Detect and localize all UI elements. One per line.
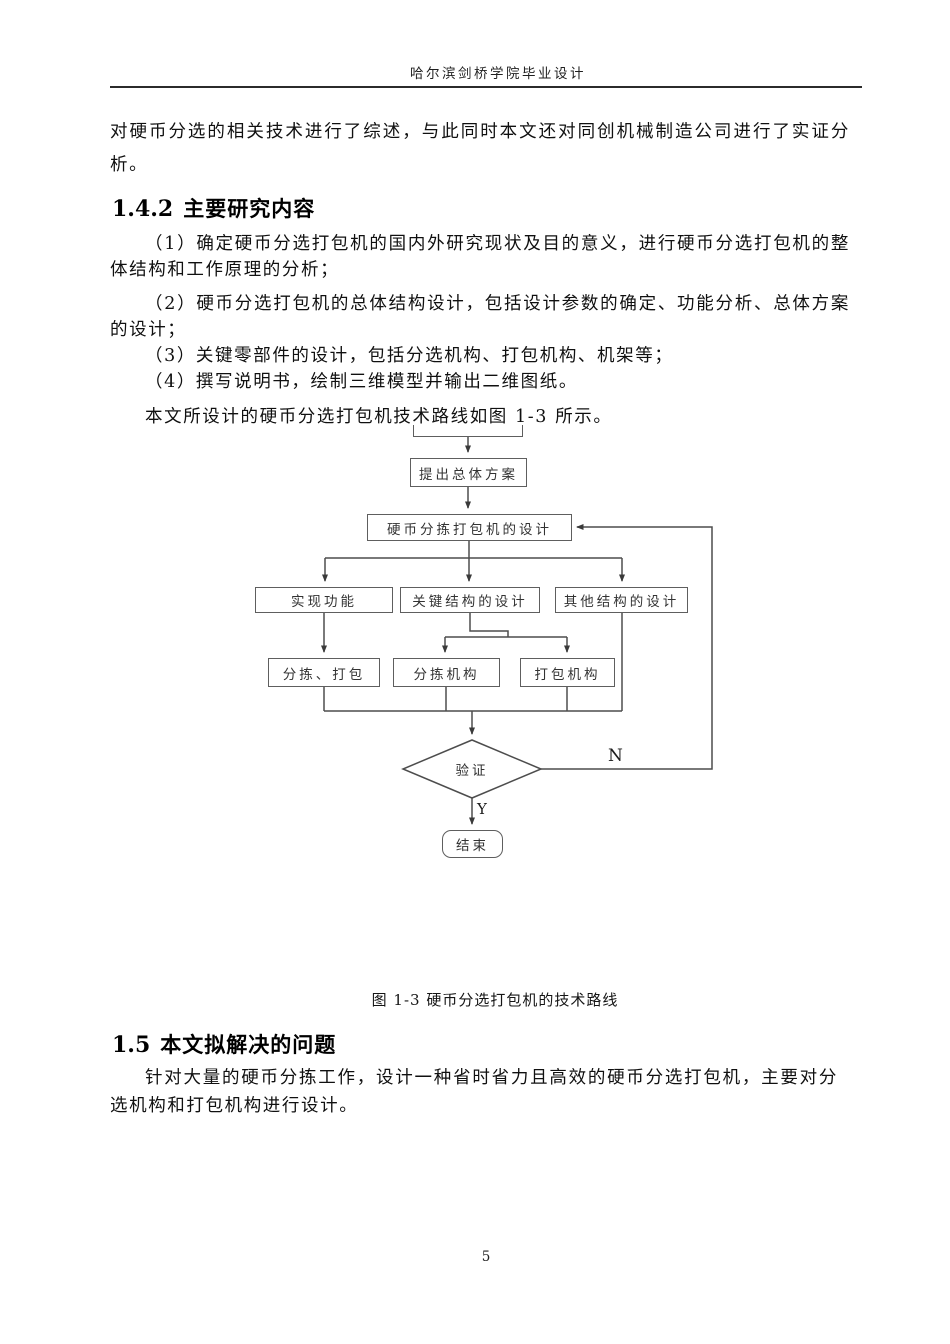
section-title: 主要研究内容 — [183, 197, 316, 221]
flowchart-edge-label-yes: Y — [477, 800, 487, 818]
section-title: 本文拟解决的问题 — [160, 1033, 337, 1057]
flowchart-node-propose: 提出总体方案 — [410, 458, 527, 487]
flowchart-connectors-svg — [321, 437, 713, 825]
flowchart-node-other-structure: 其他结构的设计 — [555, 587, 688, 613]
flowchart-node-realize-function: 实现功能 — [255, 587, 393, 613]
flowchart-node-pack-mechanism: 打包机构 — [520, 658, 615, 687]
flowchart-node-sort-mechanism: 分拣机构 — [393, 658, 500, 687]
flowchart-node-key-structure: 关键结构的设计 — [400, 587, 540, 613]
intro-paragraph: 对硬币分选的相关技术进行了综述，与此同时本文还对同创机械制造公司进行了实证分析。 — [110, 122, 850, 175]
figure-caption: 图 1-3 硬币分选打包机的技术路线 — [371, 991, 619, 1009]
research-item-3: （3）关键零部件的设计，包括分选机构、打包机构、机架等； — [145, 346, 674, 366]
section-number: 1.4.2 — [112, 196, 174, 222]
flowchart-node-design: 硬币分拣打包机的设计 — [367, 514, 572, 541]
research-item-1: （1）确定硬币分选打包机的国内外研究现状及目的意义，进行硬币分选打包机的整体结构… — [110, 234, 850, 280]
header-rule — [110, 86, 862, 88]
flowchart-node-sort-pack: 分拣、打包 — [268, 658, 380, 687]
figure-intro-paragraph: 本文所设计的硬币分选打包机技术路线如图 1-3 所示。 — [145, 407, 613, 427]
flowchart-node-end: 结束 — [442, 830, 503, 858]
flowchart-edge-label-no: N — [608, 746, 623, 766]
section-heading-1-5: 1.5 本文拟解决的问题 — [112, 1029, 336, 1059]
flowchart-node-verify: 验证 — [455, 763, 489, 779]
page-number: 5 — [481, 1249, 491, 1265]
section-number: 1.5 — [112, 1032, 151, 1058]
research-item-4: （4）撰写说明书，绘制三维模型并输出二维图纸。 — [145, 372, 578, 392]
research-item-2: （2）硬币分选打包机的总体结构设计，包括设计参数的确定、功能分析、总体方案的设计… — [110, 294, 850, 340]
technical-route-flowchart: 提出总体方案 硬币分拣打包机的设计 实现功能 关键结构的设计 其他结构的设计 分… — [230, 424, 730, 869]
page-header-title: 哈尔滨剑桥学院毕业设计 — [410, 66, 586, 82]
section-heading-1-4-2: 1.4.2 主要研究内容 — [112, 193, 315, 223]
closing-paragraph: 针对大量的硬币分拣工作，设计一种省时省力且高效的硬币分选打包机，主要对分选机构和… — [110, 1068, 838, 1116]
flowchart-node-top-partial-box — [413, 425, 523, 437]
